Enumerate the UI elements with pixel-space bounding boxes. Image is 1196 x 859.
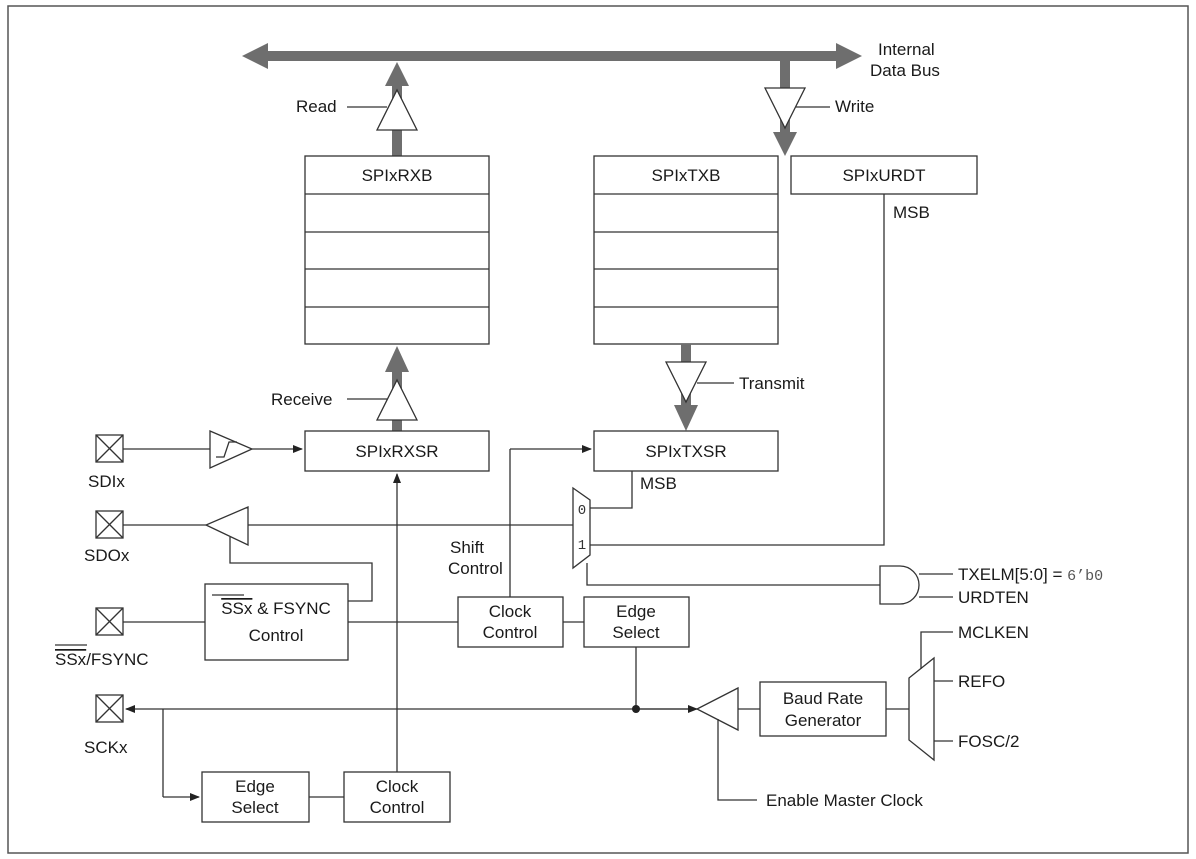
urdt-register (790, 155, 978, 195)
ss-ctrl-line1: SSx & FSYNC (221, 599, 331, 618)
rxsr-register (304, 430, 490, 472)
mclken-wire (920, 631, 953, 669)
ss-pin-over: SSx (55, 650, 87, 669)
fosc-label: FOSC/2 (958, 732, 1019, 751)
clock-ctrl-bottom-line2: Control (370, 798, 425, 817)
mux-input-0: 0 (578, 503, 586, 519)
bus-label-line2: Data Bus (870, 61, 940, 80)
receive-label: Receive (271, 390, 332, 409)
edge-sel-top-line2: Select (612, 623, 660, 642)
sdo-pin-icon (95, 510, 124, 539)
edge-select-top-block (583, 596, 690, 648)
bus-label-line1: Internal (878, 40, 935, 59)
transmit-path (664, 344, 734, 431)
edge-sel-bottom-line1: Edge (235, 777, 275, 796)
sdo-mux (572, 486, 591, 570)
clock-control-top-block (457, 596, 564, 648)
baud-rate-generator-block (759, 681, 887, 737)
receive-buffer (375, 378, 419, 421)
edge-sel-bottom-line2: Select (231, 798, 279, 817)
txb-label: SPIxTXB (652, 166, 721, 185)
urdt-msb-wire (590, 194, 885, 546)
write-buffer (763, 87, 807, 130)
urdt-msb-label: MSB (893, 203, 930, 222)
clock-source-mux (908, 656, 935, 762)
read-label: Read (296, 97, 337, 116)
ss-ctrl-rest: & FSYNC (252, 599, 330, 618)
mclken-label: MCLKEN (958, 623, 1029, 642)
edge-sel-top-line1: Edge (616, 602, 656, 621)
write-label: Write (835, 97, 874, 116)
sdo-enable-wire (229, 537, 373, 602)
clock-ctrl-bottom-line1: Clock (376, 777, 419, 796)
rxb-fifo (304, 155, 490, 345)
shift-control-line2: Control (448, 559, 503, 578)
txelm-label: TXELM[5:0] = 6’b0 (958, 565, 1103, 585)
refo-label: REFO (958, 672, 1005, 691)
clock-control-bottom-block (343, 771, 451, 823)
rxsr-label: SPIxRXSR (355, 442, 438, 461)
write-path (763, 61, 830, 156)
txelm-prefix: TXELM[5:0] = (958, 565, 1067, 584)
txsr-register (593, 430, 779, 472)
ss-pin-rest: /FSYNC (86, 650, 148, 669)
sdi-pin-label: SDIx (88, 472, 125, 491)
ss-fsync-control-block (204, 583, 349, 661)
receive-path (347, 346, 419, 431)
clock-junction-dot (632, 705, 640, 713)
clock-ctrl-top-line1: Clock (489, 602, 532, 621)
schmitt-trigger-icon (209, 430, 254, 470)
shift-control-line1: Shift (450, 538, 484, 557)
rxb-label: SPIxRXB (362, 166, 433, 185)
internal-data-bus (242, 43, 862, 69)
enable-master-clock-label: Enable Master Clock (766, 791, 923, 810)
mux-select-wire (586, 563, 880, 586)
clock-ctrl-top-line2: Control (483, 623, 538, 642)
baud-line1: Baud Rate (783, 689, 863, 708)
sdi-pin-icon (95, 434, 124, 463)
ss-pin-label: SSx/FSYNC (55, 650, 149, 669)
txsr-label: SPIxTXSR (645, 442, 726, 461)
txsr-msb-label: MSB (640, 474, 677, 493)
sdo-pin-label: SDOx (84, 546, 130, 565)
read-path (347, 62, 419, 156)
txelm-value: 6’b0 (1067, 568, 1103, 585)
ss-ctrl-over: SSx (221, 599, 253, 618)
sck-pin-icon (95, 694, 124, 723)
sdo-driver-buffer (204, 506, 249, 547)
diagram-frame (7, 5, 1189, 854)
urdten-label: URDTEN (958, 588, 1029, 607)
baud-line2: Generator (785, 711, 862, 730)
urdt-label: SPIxURDT (842, 166, 925, 185)
sck-pin-label: SCKx (84, 738, 128, 757)
read-buffer (375, 88, 419, 131)
transmit-label: Transmit (739, 374, 805, 393)
ss-ctrl-line2: Control (249, 626, 304, 645)
ss-pin-icon (95, 607, 124, 636)
mux-input-1: 1 (578, 538, 586, 554)
txsr-msb-wire (590, 471, 633, 509)
transmit-buffer (664, 361, 708, 404)
enable-master-clock-wire (717, 719, 757, 801)
and-gate (879, 565, 920, 605)
